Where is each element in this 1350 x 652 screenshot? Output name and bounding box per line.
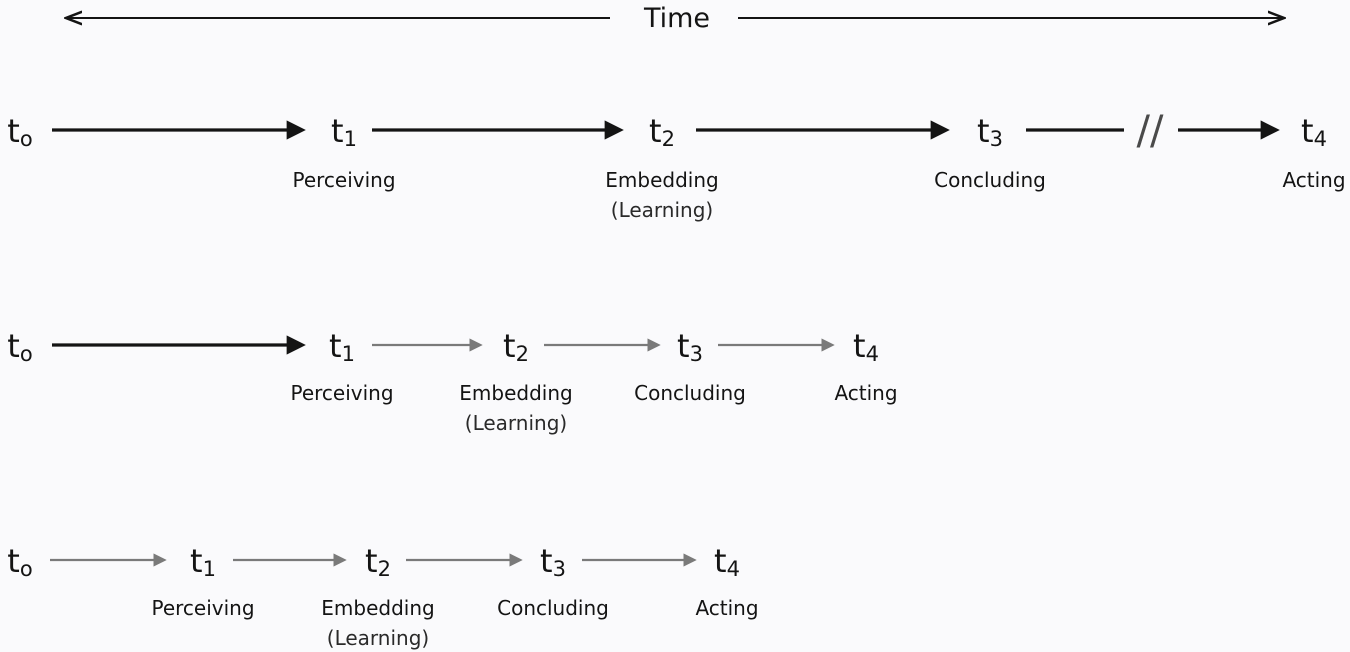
- time-node-t4: t4: [853, 327, 879, 366]
- time-node-t2: t2: [649, 112, 675, 151]
- stage-label-concluding: Concluding: [634, 381, 746, 405]
- time-node-t2: t2: [365, 542, 391, 581]
- time-node-base: t: [365, 542, 378, 580]
- time-axis: Time: [66, 3, 1284, 34]
- time-node-subscript: 2: [516, 342, 529, 366]
- time-node-subscript: 4: [866, 342, 879, 366]
- stage-label-perceiving: Perceiving: [292, 168, 395, 192]
- time-node-t4: t4: [1301, 112, 1327, 151]
- stage-label-concluding: Concluding: [934, 168, 1046, 192]
- stage-sublabel: (Learning): [327, 626, 429, 650]
- time-node-subscript: o: [20, 557, 33, 581]
- stage-label-embedding: Embedding: [321, 596, 434, 620]
- time-node-t0: to: [7, 542, 32, 581]
- time-node-subscript: 1: [203, 557, 216, 581]
- time-node-base: t: [714, 542, 727, 580]
- stage-label-concluding: Concluding: [497, 596, 609, 620]
- time-node-t0: to: [7, 112, 32, 151]
- stage-sublabel: (Learning): [611, 198, 713, 222]
- time-node-base: t: [331, 112, 344, 150]
- stage-label-acting: Acting: [695, 596, 758, 620]
- time-node-t1: t1: [329, 327, 355, 366]
- time-node-subscript: 4: [1314, 127, 1327, 151]
- time-break-marker: //: [1137, 108, 1164, 154]
- stage-label-perceiving: Perceiving: [151, 596, 254, 620]
- time-node-t4: t4: [714, 542, 740, 581]
- time-node-base: t: [977, 112, 990, 150]
- time-node-subscript: 2: [378, 557, 391, 581]
- time-node-subscript: 1: [342, 342, 355, 366]
- time-node-t0: to: [7, 327, 32, 366]
- time-node-base: t: [540, 542, 553, 580]
- stage-label-embedding: Embedding: [459, 381, 572, 405]
- time-axis-title: Time: [643, 3, 710, 34]
- stage-label-perceiving: Perceiving: [290, 381, 393, 405]
- time-node-base: t: [190, 542, 203, 580]
- time-node-subscript: o: [20, 342, 33, 366]
- time-node-t1: t1: [190, 542, 216, 581]
- time-node-subscript: 1: [344, 127, 357, 151]
- time-node-base: t: [7, 542, 20, 580]
- time-node-subscript: 2: [662, 127, 675, 151]
- time-node-t3: t3: [977, 112, 1003, 151]
- time-node-base: t: [677, 327, 690, 365]
- time-node-t1: t1: [331, 112, 357, 151]
- time-node-t3: t3: [540, 542, 566, 581]
- time-node-t2: t2: [503, 327, 529, 366]
- time-node-base: t: [7, 112, 20, 150]
- time-node-base: t: [329, 327, 342, 365]
- time-node-base: t: [503, 327, 516, 365]
- time-node-base: t: [853, 327, 866, 365]
- stage-label-acting: Acting: [1282, 168, 1345, 192]
- time-node-subscript: o: [20, 127, 33, 151]
- stage-label-embedding: Embedding: [605, 168, 718, 192]
- stage-label-acting: Acting: [834, 381, 897, 405]
- time-node-base: t: [7, 327, 20, 365]
- time-node-subscript: 3: [990, 127, 1003, 151]
- time-node-subscript: 3: [553, 557, 566, 581]
- time-node-base: t: [1301, 112, 1314, 150]
- time-node-subscript: 3: [690, 342, 703, 366]
- time-node-subscript: 4: [727, 557, 740, 581]
- time-node-base: t: [649, 112, 662, 150]
- stage-sublabel: (Learning): [465, 411, 567, 435]
- time-node-t3: t3: [677, 327, 703, 366]
